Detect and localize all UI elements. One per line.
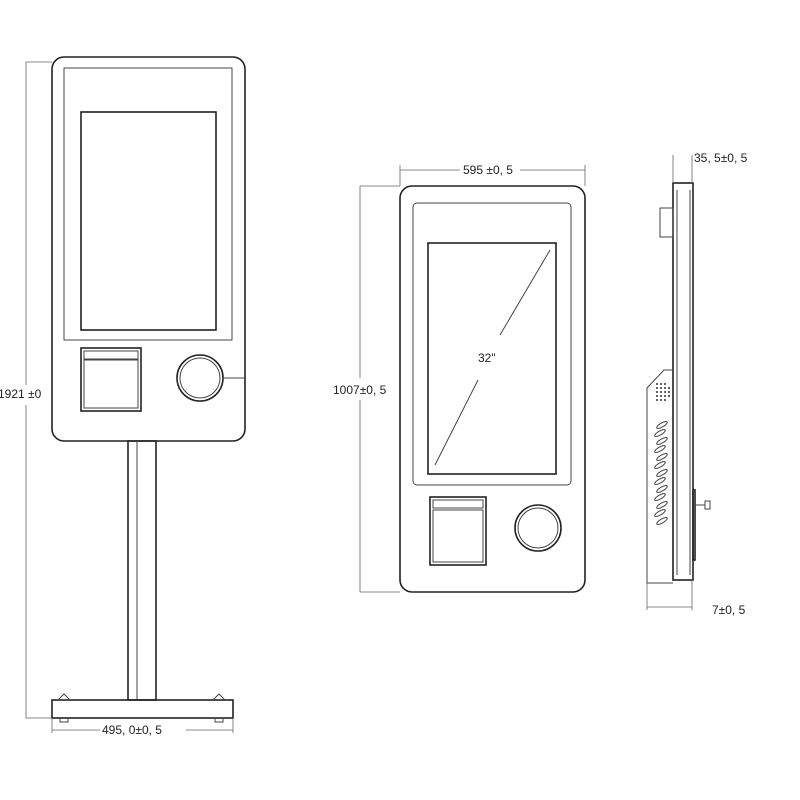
kiosk-front-view: 32" 595 ±0, 5 1007±0, 5 [333,163,586,593]
stand-base [51,699,234,719]
kiosk-body [399,185,586,593]
stand-pole [127,440,157,701]
printer-slot [80,347,142,412]
printer-slot [429,496,487,566]
card-reader-knob [176,354,245,402]
screen [80,111,217,331]
screen-size-label: 32" [478,351,496,365]
height-dimension-label: 1921 ±0 [0,387,42,401]
screen-bezel [63,67,233,341]
card-reader-knob [514,504,562,552]
screen-bezel [412,202,572,486]
rear-housing [646,369,673,584]
side-bracket [659,207,674,238]
base-width-dimension-label: 495, 0±0, 5 [102,723,162,737]
screen-diagonal [434,249,551,466]
screw [692,489,711,561]
width-dimension-label: 595 ±0, 5 [463,163,513,177]
kiosk-side-view: 35, 5±0, 5 7±0, 5 [646,151,748,617]
kiosk-with-stand: 1921 ±0 495, 0±0, 5 [0,56,246,737]
ventilation-slots [654,421,668,525]
side-body [672,182,694,581]
offset-dimension-label: 7±0, 5 [712,603,746,617]
foot-left [57,693,71,723]
speaker-grille [656,383,670,401]
foot-right [212,693,226,723]
screen [427,242,557,475]
depth-dimension-label: 35, 5±0, 5 [694,151,748,165]
height-dimension-label: 1007±0, 5 [333,383,387,397]
